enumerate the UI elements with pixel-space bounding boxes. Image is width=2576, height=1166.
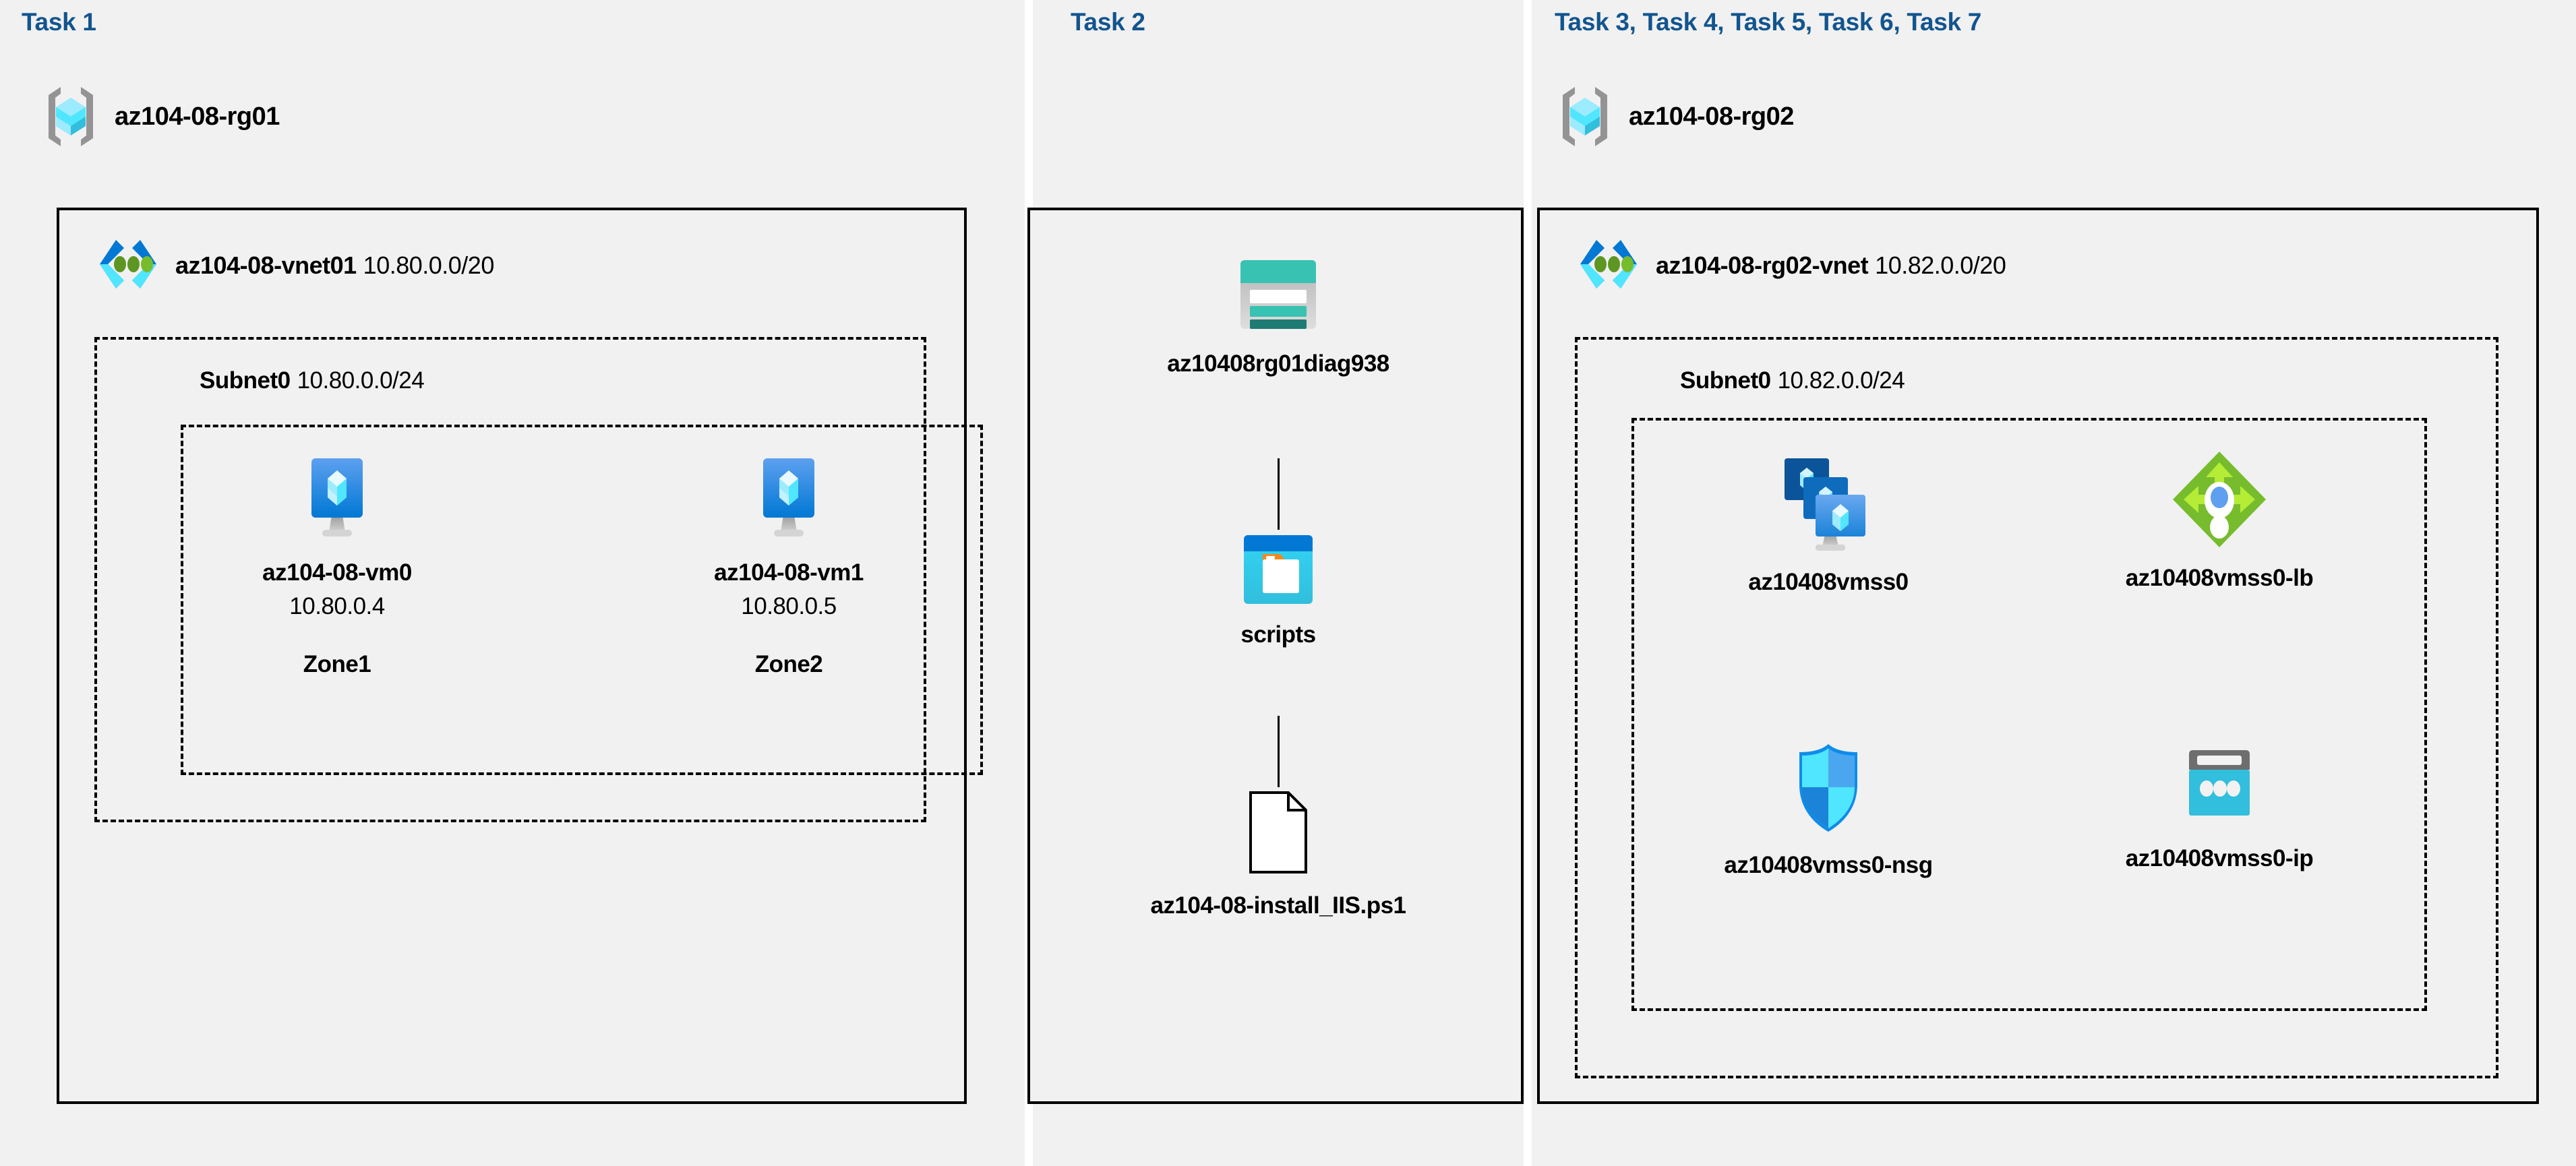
vm-node-az104-08-vm1: az104-08-vm1 10.80.0.5 Zone2 bbox=[674, 453, 903, 678]
nsg-name-az10408vmss0-nsg: az10408vmss0-nsg bbox=[1724, 852, 1933, 878]
subnet-cidr-subnet0-task3: 10.82.0.0/24 bbox=[1777, 367, 1905, 394]
vnet-name-az104-08-rg02-vnet: az104-08-rg02-vnet bbox=[1656, 251, 1869, 279]
vm-node-az104-08-vm0: az104-08-vm0 10.80.0.4 Zone1 bbox=[222, 453, 452, 678]
panel-task-1: Task 1 az104-08-rg01 bbox=[0, 0, 1025, 1166]
resource-box-task3 bbox=[1631, 418, 2427, 1011]
vnet-box-az104-08-rg02-vnet bbox=[1537, 208, 2539, 1104]
virtual-machine-icon bbox=[748, 453, 829, 542]
subnet-box-subnet0-task1 bbox=[94, 337, 926, 822]
resource-group-header-rg02: az104-08-rg02 bbox=[1556, 84, 1794, 149]
resource-group-name-rg01: az104-08-rg01 bbox=[115, 102, 280, 131]
virtual-network-icon bbox=[1575, 236, 1642, 295]
blob-container-icon bbox=[1242, 534, 1314, 605]
virtual-machine-icon bbox=[297, 453, 378, 542]
file-node: az104-08-install_IIS.ps1 bbox=[1116, 790, 1440, 919]
resource-group-icon bbox=[42, 84, 100, 149]
vm-ip-az104-08-vm0: 10.80.0.4 bbox=[289, 593, 385, 619]
blob-container-name: scripts bbox=[1240, 621, 1316, 648]
load-balancer-node-az10408vmss0-lb: az10408vmss0-lb bbox=[2071, 449, 2368, 592]
task2-box bbox=[1027, 208, 1524, 1104]
load-balancer-name-az10408vmss0-lb: az10408vmss0-lb bbox=[2125, 565, 2314, 591]
vmss-name-az10408vmss0: az10408vmss0 bbox=[1748, 569, 1909, 595]
nsg-node-az10408vmss0-nsg: az10408vmss0-nsg bbox=[1680, 741, 1977, 879]
vnet-cidr-az104-08-vnet01: 10.80.0.0/20 bbox=[363, 251, 495, 279]
subnet-name-subnet0-task3: Subnet0 bbox=[1680, 367, 1771, 394]
resource-group-icon bbox=[1556, 84, 1614, 149]
vnet-box-az104-08-vnet01 bbox=[57, 208, 967, 1104]
vnet-name-az104-08-vnet01: az104-08-vnet01 bbox=[175, 251, 357, 279]
task-3-to-7-label: Task 3, Task 4, Task 5, Task 6, Task 7 bbox=[1555, 8, 1982, 36]
vm-name-az104-08-vm0: az104-08-vm0 bbox=[262, 559, 412, 586]
task-2-label: Task 2 bbox=[1071, 8, 1145, 36]
vm-ip-az104-08-vm1: 10.80.0.5 bbox=[741, 593, 837, 619]
connector-storage-to-container bbox=[1278, 458, 1280, 530]
vm-zone-az104-08-vm0: Zone1 bbox=[303, 651, 371, 677]
network-security-group-icon bbox=[1791, 741, 1865, 834]
subnet-box-subnet0-task3 bbox=[1575, 337, 2498, 1078]
resource-group-name-rg02: az104-08-rg02 bbox=[1629, 102, 1794, 131]
panel-task-3-to-7: Task 3, Task 4, Task 5, Task 6, Task 7 a… bbox=[1532, 0, 2576, 1166]
panel-task-2: Task 2 az10408rg01diag938 bbox=[1027, 0, 1524, 1166]
vm-zone-az104-08-vm1: Zone2 bbox=[754, 651, 823, 677]
storage-account-name: az10408rg01diag938 bbox=[1167, 350, 1389, 377]
virtual-network-icon bbox=[94, 236, 162, 295]
blob-container-node: scripts bbox=[1194, 534, 1362, 648]
public-ip-address-icon bbox=[2182, 747, 2256, 828]
file-icon bbox=[1245, 790, 1311, 875]
storage-account-node: az10408rg01diag938 bbox=[1157, 257, 1400, 377]
subnet-cidr-subnet0-task1: 10.80.0.0/24 bbox=[297, 367, 425, 394]
vm-name-az104-08-vm1: az104-08-vm1 bbox=[714, 559, 864, 586]
load-balancer-icon bbox=[2170, 449, 2269, 550]
zone-box-task1 bbox=[181, 425, 983, 775]
vmss-node-az10408vmss0: az10408vmss0 bbox=[1680, 453, 1977, 596]
file-name: az104-08-install_IIS.ps1 bbox=[1150, 892, 1406, 919]
vnet-cidr-az104-08-rg02-vnet: 10.82.0.0/20 bbox=[1875, 251, 2006, 279]
storage-account-icon bbox=[1235, 257, 1321, 332]
public-ip-node-az10408vmss0-ip: az10408vmss0-ip bbox=[2071, 747, 2368, 872]
public-ip-name-az10408vmss0-ip: az10408vmss0-ip bbox=[2125, 845, 2314, 871]
task-1-label: Task 1 bbox=[22, 8, 96, 36]
connector-container-to-file bbox=[1278, 716, 1280, 787]
vm-scale-set-icon bbox=[1778, 453, 1879, 554]
resource-group-header-rg01: az104-08-rg01 bbox=[42, 84, 280, 149]
subnet-name-subnet0-task1: Subnet0 bbox=[200, 367, 291, 394]
